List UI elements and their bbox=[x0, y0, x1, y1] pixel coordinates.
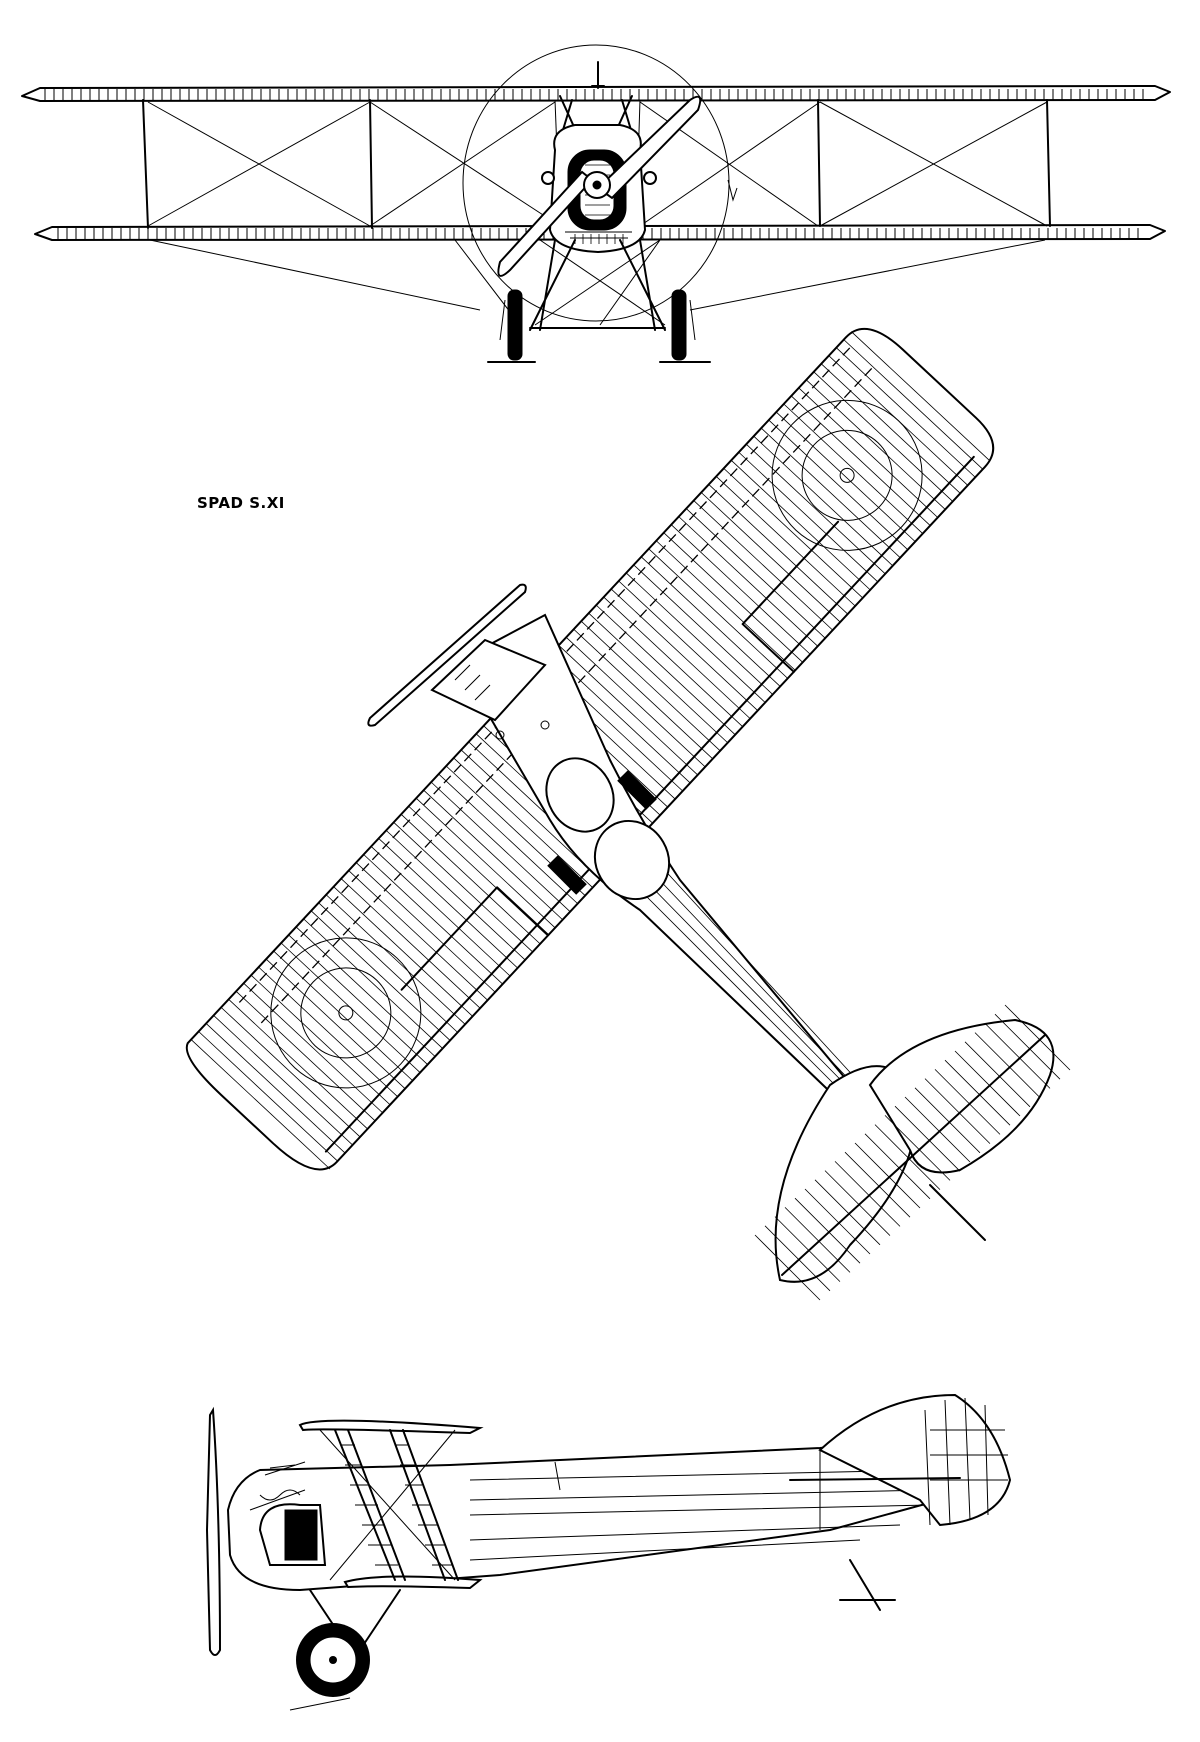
side-view bbox=[205, 1393, 1012, 1711]
front-view bbox=[21, 44, 1171, 363]
bracing-wires bbox=[147, 101, 1048, 326]
fuselage-side bbox=[226, 1436, 941, 1592]
cabane-mast bbox=[591, 61, 605, 89]
propeller-front bbox=[497, 95, 702, 277]
undercarriage-front bbox=[487, 239, 711, 363]
drawing-title: SPAD S.XI bbox=[197, 494, 285, 512]
tail-fin-side bbox=[789, 1393, 1012, 1611]
fuselage-top bbox=[468, 613, 882, 1132]
propeller-side bbox=[205, 1406, 222, 1656]
top-view bbox=[185, 328, 1071, 1301]
nose-top bbox=[367, 583, 550, 740]
lower-wing-side bbox=[343, 1575, 483, 1590]
roundel-left bbox=[270, 937, 422, 1089]
tailplane-top bbox=[754, 1004, 1071, 1301]
interplane-struts-side bbox=[319, 1429, 459, 1581]
cockpit-front bbox=[545, 757, 615, 833]
upper-wing-front bbox=[21, 85, 1171, 102]
undercarriage-side bbox=[289, 1589, 401, 1711]
cockpit-rear bbox=[593, 819, 671, 901]
roundel-right bbox=[771, 399, 923, 551]
propeller-top bbox=[367, 583, 527, 727]
upper-wing-side bbox=[298, 1419, 484, 1435]
